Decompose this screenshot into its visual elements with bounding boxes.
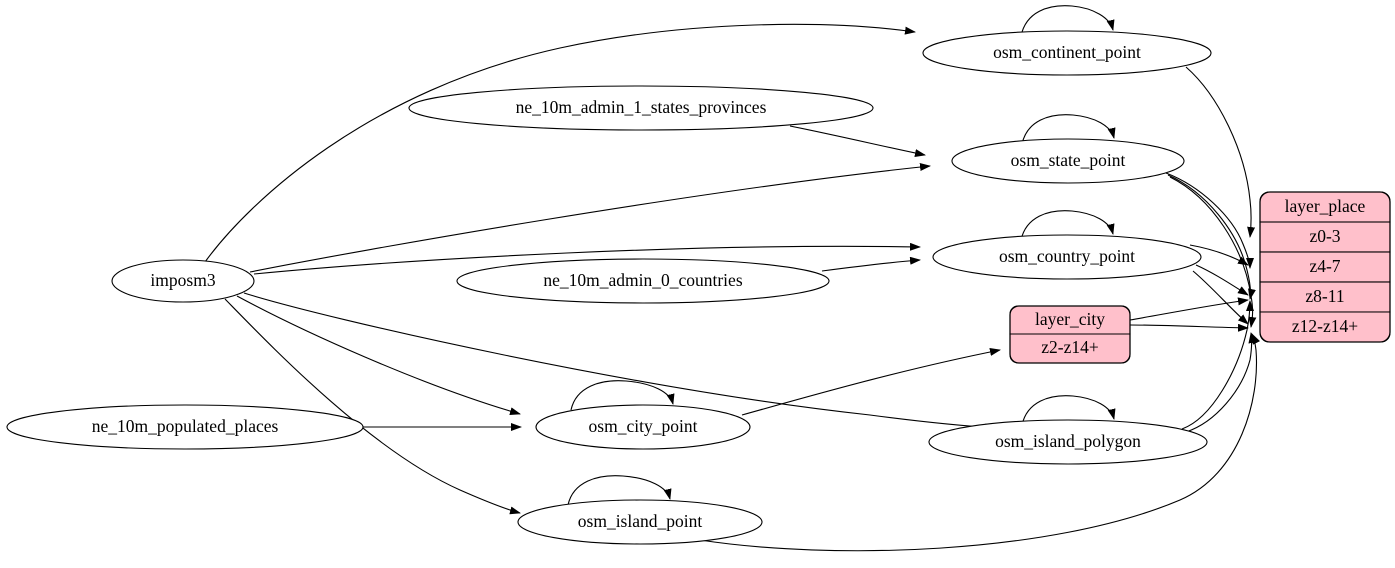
edge-osm-state-point-layer-place-z4-7: [1165, 172, 1254, 269]
layer-city-header-label: layer_city: [1035, 309, 1105, 329]
edge-ne-admin1-osm-state-point: [789, 125, 926, 157]
self-loop-osm-country-point: [1020, 210, 1115, 241]
layer-place-header-label: layer_place: [1285, 196, 1366, 216]
edge-imposm3-osm-city-point: [236, 295, 521, 416]
node-layer-city[interactable]: layer_city z2-z14+: [1009, 305, 1131, 364]
edge-osm-city-point-layer-city: [741, 348, 1001, 416]
edge-imposm3-osm-continent-point: [204, 23, 916, 263]
edge-osm-state-point-layer-place-z8-11: [1167, 174, 1256, 300]
edge-layer-city-layer-place-z12-z14: [1129, 323, 1249, 332]
node-osm-island-polygon-label: osm_island_polygon: [995, 431, 1141, 451]
layer-place-outline: [1259, 191, 1391, 343]
self-loop-osm-city-point: [570, 380, 675, 411]
layer-place-row-cell-0[interactable]: [1259, 221, 1391, 253]
layer-place-row-label-1: z4-7: [1309, 256, 1340, 276]
node-osm-city-point-label: osm_city_point: [589, 416, 698, 436]
layer-place-row-cell-1[interactable]: [1259, 251, 1391, 283]
node-imposm3[interactable]: imposm3: [111, 259, 255, 303]
node-osm-state-point-label: osm_state_point: [1011, 150, 1126, 170]
edge-osm-country-point-layer-place-z8-11: [1195, 264, 1249, 296]
edge-osm-island-point-layer-place-z12-z14: [699, 333, 1261, 552]
layer-place-row-label-0: z0-3: [1309, 226, 1340, 246]
node-osm-country-point-label: osm_country_point: [999, 246, 1135, 266]
edge-layer-city-layer-place-z8-11: [1129, 297, 1249, 321]
edge-imposm3-osm-country-point: [253, 242, 921, 275]
node-ne-10m-admin-1-states-provinces[interactable]: ne_10m_admin_1_states_provinces: [408, 85, 874, 131]
edge-imposm3-osm-state-point: [249, 163, 931, 273]
node-imposm3-label: imposm3: [150, 270, 215, 290]
layer-place-row-label-3: z12-z14+: [1292, 316, 1358, 336]
edge-imposm3-osm-island-polygon: [243, 292, 996, 432]
edge-osm-island-polygon-layer-place-z8-11: [1181, 300, 1254, 430]
node-osm-island-point-label: osm_island_point: [578, 511, 703, 531]
node-ne-10m-admin-0-countries[interactable]: ne_10m_admin_0_countries: [456, 258, 830, 304]
self-loop-osm-continent-point: [1020, 5, 1115, 37]
edge-osm-state-point-layer-place-z12-z14: [1169, 176, 1257, 328]
self-loop-osm-island-point: [567, 475, 672, 506]
node-osm-state-point[interactable]: osm_state_point: [951, 138, 1185, 184]
self-loop-osm-island-polygon: [1021, 395, 1116, 426]
edge-ne-admin0-osm-country-point: [821, 256, 921, 272]
node-osm-continent-point[interactable]: osm_continent_point: [922, 30, 1212, 76]
node-osm-continent-point-label: osm_continent_point: [993, 42, 1141, 62]
node-ne-10m-admin-1-states-provinces-label: ne_10m_admin_1_states_provinces: [516, 97, 767, 117]
node-ne-10m-admin-0-countries-label: ne_10m_admin_0_countries: [543, 270, 742, 290]
layer-place-row-cell-2[interactable]: [1259, 281, 1391, 313]
node-layer-place[interactable]: layer_place z0-3 z4-7 z8-11 z12-z14+: [1259, 191, 1391, 343]
layer-place-row-label-2: z8-11: [1305, 286, 1344, 306]
self-loop-osm-state-point: [1021, 114, 1116, 145]
edge-osm-country-point-layer-place-z4-7: [1189, 244, 1249, 266]
edge-osm-country-point-layer-place-z12-z14: [1192, 270, 1249, 325]
node-osm-country-point[interactable]: osm_country_point: [932, 234, 1202, 280]
node-osm-island-point[interactable]: osm_island_point: [517, 499, 763, 545]
edge-osm-continent-point-layer-place-z0-3: [1185, 66, 1256, 238]
node-osm-city-point[interactable]: osm_city_point: [535, 404, 751, 450]
edge-imposm3-osm-island-point: [224, 298, 521, 515]
node-osm-island-polygon[interactable]: osm_island_polygon: [928, 419, 1208, 465]
edge-layer: [204, 5, 1261, 552]
node-ne-10m-populated-places[interactable]: ne_10m_populated_places: [6, 404, 364, 450]
layer-city-row-label-0: z2-z14+: [1041, 337, 1099, 357]
layer-city-outline: [1009, 305, 1131, 364]
node-layer: imposm3 ne_10m_admin_1_states_provinces …: [6, 30, 1391, 545]
node-ne-10m-populated-places-label: ne_10m_populated_places: [92, 416, 279, 436]
